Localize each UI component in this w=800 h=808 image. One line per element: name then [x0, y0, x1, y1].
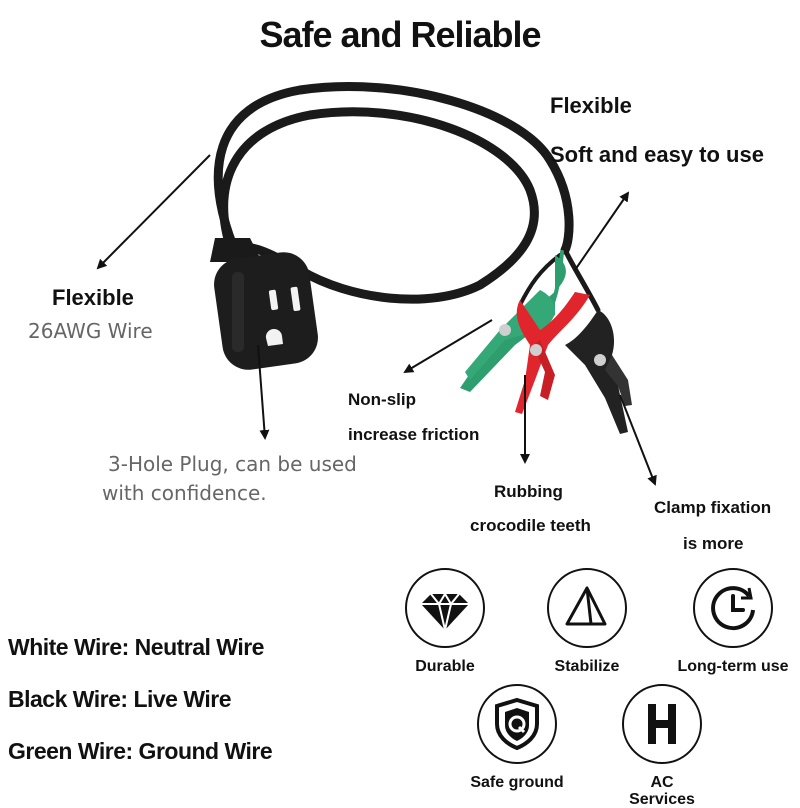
callout-clamp-line1: Clamp fixation — [654, 498, 772, 517]
feature-label: AC Services — [629, 774, 695, 808]
letter-h-icon — [622, 684, 702, 764]
feature-label: Stabilize — [554, 658, 620, 675]
diamond-icon — [405, 568, 485, 648]
page-title: Safe and Reliable — [259, 14, 541, 55]
callout-rubbing-line1: Rubbing — [494, 482, 563, 501]
callout-clamp-line2: is more — [683, 534, 744, 553]
feature-long-term-use: Long-term use — [668, 568, 798, 675]
feature-label: Long-term use — [677, 658, 789, 675]
pyramid-icon — [547, 568, 627, 648]
green-clip — [460, 255, 566, 392]
wire-legend-black: Black Wire: Live Wire — [8, 686, 232, 712]
shield-q-icon — [477, 684, 557, 764]
outlet-plug — [210, 238, 318, 370]
red-clip — [515, 292, 590, 414]
callout-wire-gauge: 26AWG Wire — [28, 319, 153, 343]
black-clip — [565, 310, 632, 434]
callout-plug-line1: 3-Hole Plug, can be used — [108, 452, 357, 476]
wire-legend-white: White Wire: Neutral Wire — [8, 634, 264, 660]
callout-nonslip-line1: Non-slip — [348, 390, 416, 409]
callout-soft-easy: Soft and easy to use — [550, 142, 764, 167]
feature-label: Durable — [415, 658, 475, 675]
feature-stabilize: Stabilize — [522, 568, 652, 675]
feature-durable: Durable — [380, 568, 510, 675]
callout-nonslip-line2: increase friction — [348, 425, 480, 444]
callout-flexible-top: Flexible — [550, 93, 632, 118]
wire-legend-green: Green Wire: Ground Wire — [8, 738, 273, 764]
feature-safe-ground: Safe ground — [452, 684, 582, 791]
callout-plug-line2: with confidence. — [102, 481, 267, 505]
feature-label: Safe ground — [470, 774, 564, 791]
clock-icon — [693, 568, 773, 648]
feature-ac-services: AC Services — [597, 684, 727, 808]
callout-arrows — [96, 154, 657, 486]
callout-flexible-left: Flexible — [52, 285, 134, 310]
callout-rubbing-line2: crocodile teeth — [470, 516, 591, 535]
